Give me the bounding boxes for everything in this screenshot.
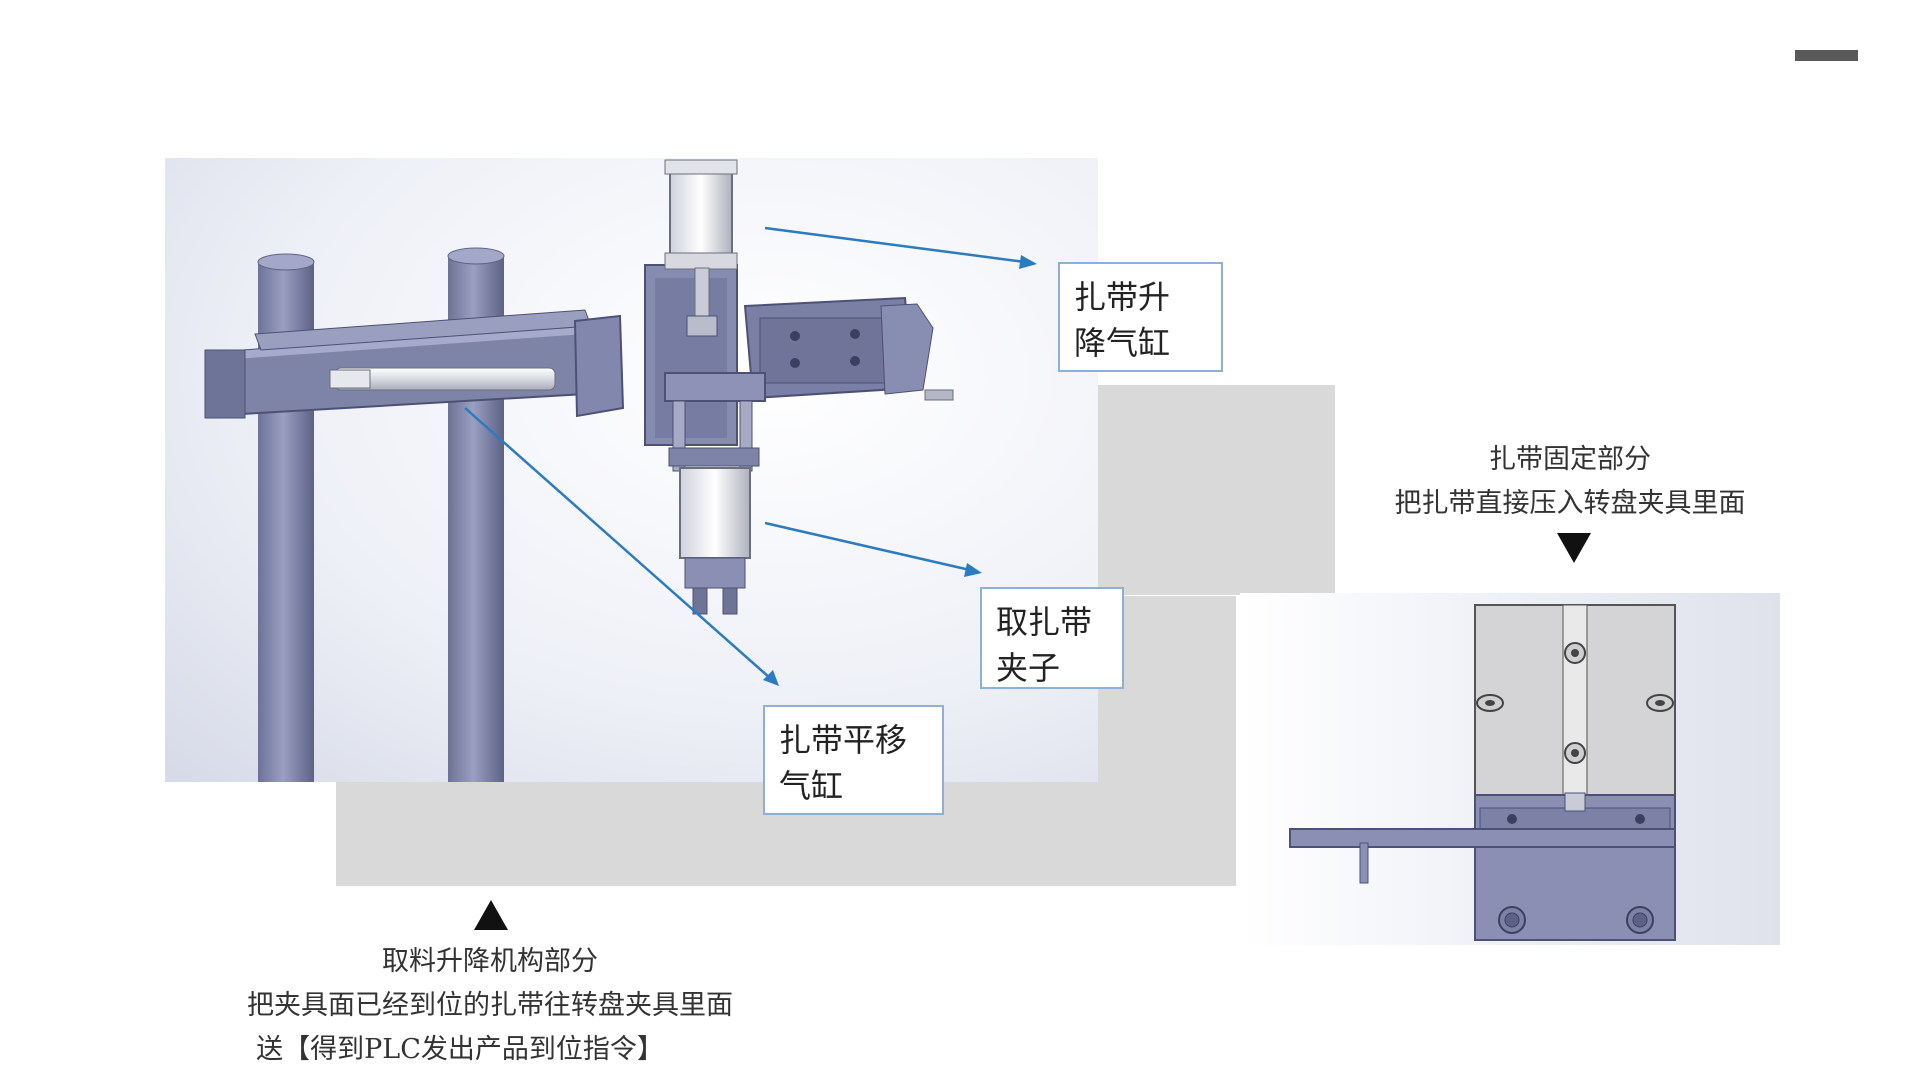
fixing-pointer-triangle [1557,533,1591,563]
callout-lift-cylinder-line-1: 扎带升 [1074,278,1171,316]
callout-clip-line-1: 取扎带 [996,603,1093,641]
callout-translate-cylinder-line-2: 气缸 [779,767,844,805]
callout-lift-cylinder: 扎带升 降气缸 [1058,262,1223,372]
fixing-caption-title: 扎带固定部分 [1489,444,1651,475]
pickup-caption-line-2: 把夹具面已经到位的扎带往转盘夹具里面 [247,990,733,1021]
pickup-pointer-triangle [474,900,508,930]
fixing-part-render [1240,593,1780,945]
corner-bar [1795,50,1858,61]
pickup-caption: 取料升降机构部分 把夹具面已经到位的扎带往转盘夹具里面 送【得到PLC发出产品到… [200,940,780,1072]
callout-lift-cylinder-line-2: 降气缸 [1074,324,1171,362]
callout-translate-cylinder-line-1: 扎带平移 [779,721,908,759]
pickup-mechanism-render [165,158,1098,782]
callout-translate-cylinder: 扎带平移 气缸 [763,705,944,815]
fixing-caption: 扎带固定部分 把扎带直接压入转盘夹具里面 [1360,438,1780,526]
fixing-caption-line-2: 把扎带直接压入转盘夹具里面 [1394,488,1746,519]
pickup-caption-title: 取料升降机构部分 [382,946,598,977]
callout-clip-line-2: 夹子 [996,649,1061,687]
gray-block-right [1085,385,1335,595]
pickup-caption-line-3: 送【得到PLC发出产品到位指令】 [256,1034,664,1065]
callout-clip: 取扎带 夹子 [980,587,1124,689]
